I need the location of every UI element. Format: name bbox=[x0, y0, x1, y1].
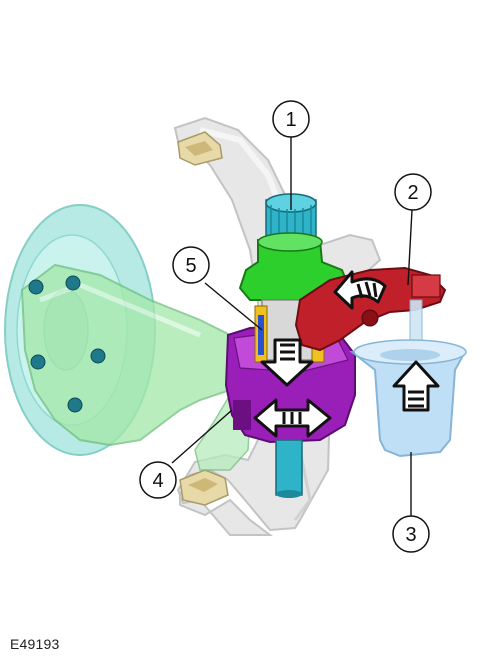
upper-bushing bbox=[177, 131, 223, 166]
callout-2-label: 2 bbox=[407, 182, 418, 204]
callout-4-label: 4 bbox=[152, 470, 163, 492]
leader-lines bbox=[171, 137, 413, 516]
callout-5-label: 5 bbox=[185, 255, 196, 277]
callout-3-label: 3 bbox=[405, 524, 416, 546]
arrow-down bbox=[260, 338, 314, 387]
callout-1: 1 bbox=[272, 100, 310, 138]
arrow-curved-left bbox=[333, 270, 387, 310]
arrow-up bbox=[392, 360, 440, 412]
callout-2: 2 bbox=[394, 173, 432, 211]
wheel-studs bbox=[28, 275, 106, 413]
callout-1-label: 1 bbox=[285, 109, 296, 131]
figure-reference: E49193 bbox=[10, 636, 60, 652]
callout-3: 3 bbox=[392, 515, 430, 553]
lower-bushing bbox=[179, 469, 229, 506]
callout-4: 4 bbox=[139, 461, 177, 499]
arrow-left-right bbox=[253, 398, 332, 438]
callout-5: 5 bbox=[172, 246, 210, 284]
